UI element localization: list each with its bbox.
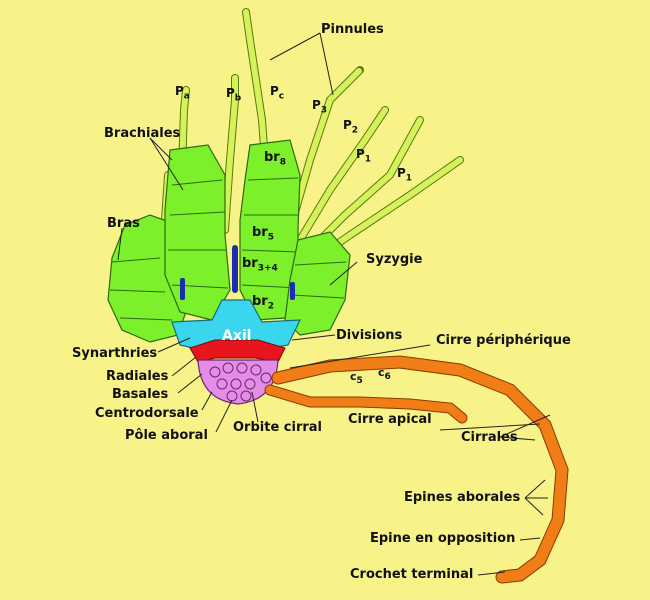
label-epines-aborales: Epines aborales xyxy=(404,490,521,505)
marker-c5: c5 xyxy=(350,370,363,387)
marker-pa: Pa xyxy=(175,84,190,102)
right-arm xyxy=(284,231,351,336)
label-basales: Basales xyxy=(112,387,169,402)
marker-p1-lower: P1 xyxy=(397,166,413,184)
marker-c6: c6 xyxy=(378,366,391,383)
pinnule-5 xyxy=(297,107,388,243)
syzygy-marks xyxy=(180,245,295,300)
label-centrodorsale: Centrodorsale xyxy=(95,406,199,421)
label-cirre-peripherique: Cirre périphérique xyxy=(436,333,571,348)
marker-p3: P3 xyxy=(312,98,328,116)
pinnule-2 xyxy=(222,75,238,233)
label-epine-en-opposition: Epine en opposition xyxy=(370,531,516,546)
label-radiales: Radiales xyxy=(106,369,169,384)
center-right-arm xyxy=(239,139,301,321)
label-brachiales: Brachiales xyxy=(104,126,181,141)
cirrus-apical xyxy=(265,385,467,423)
marker-axil: Axil xyxy=(222,328,252,344)
pinnule-4 xyxy=(287,67,363,233)
label-bras: Bras xyxy=(107,216,140,231)
cirrus-peripheral xyxy=(272,356,568,583)
marker-br5: br5 xyxy=(252,225,274,243)
marker-p2: P2 xyxy=(343,118,359,136)
cirri-group xyxy=(264,355,569,584)
label-orbite-cirral: Orbite cirral xyxy=(233,420,322,435)
center-left-arm xyxy=(164,144,231,321)
marker-br3-4: br3+4 xyxy=(242,256,278,274)
marker-br2: br2 xyxy=(252,294,274,312)
label-divisions: Divisions xyxy=(336,328,403,343)
label-crochet-terminal: Crochet terminal xyxy=(350,567,474,582)
label-synarthries: Synarthries xyxy=(72,346,158,361)
centrodorsale-dome xyxy=(197,359,279,405)
label-pinnules: Pinnules xyxy=(321,22,384,37)
label-cirre-apical: Cirre apical xyxy=(348,412,432,427)
marker-pb: Pb xyxy=(226,86,242,104)
label-syzygie: Syzygie xyxy=(366,252,423,267)
leader-lines xyxy=(117,32,551,576)
label-cirrales: Cirrales xyxy=(461,430,518,445)
marker-p1-upper: P1 xyxy=(356,147,372,165)
label-pole-aboral: Pôle aboral xyxy=(125,428,208,443)
marker-br8: br8 xyxy=(264,150,286,168)
marker-pc: Pc xyxy=(270,84,285,102)
